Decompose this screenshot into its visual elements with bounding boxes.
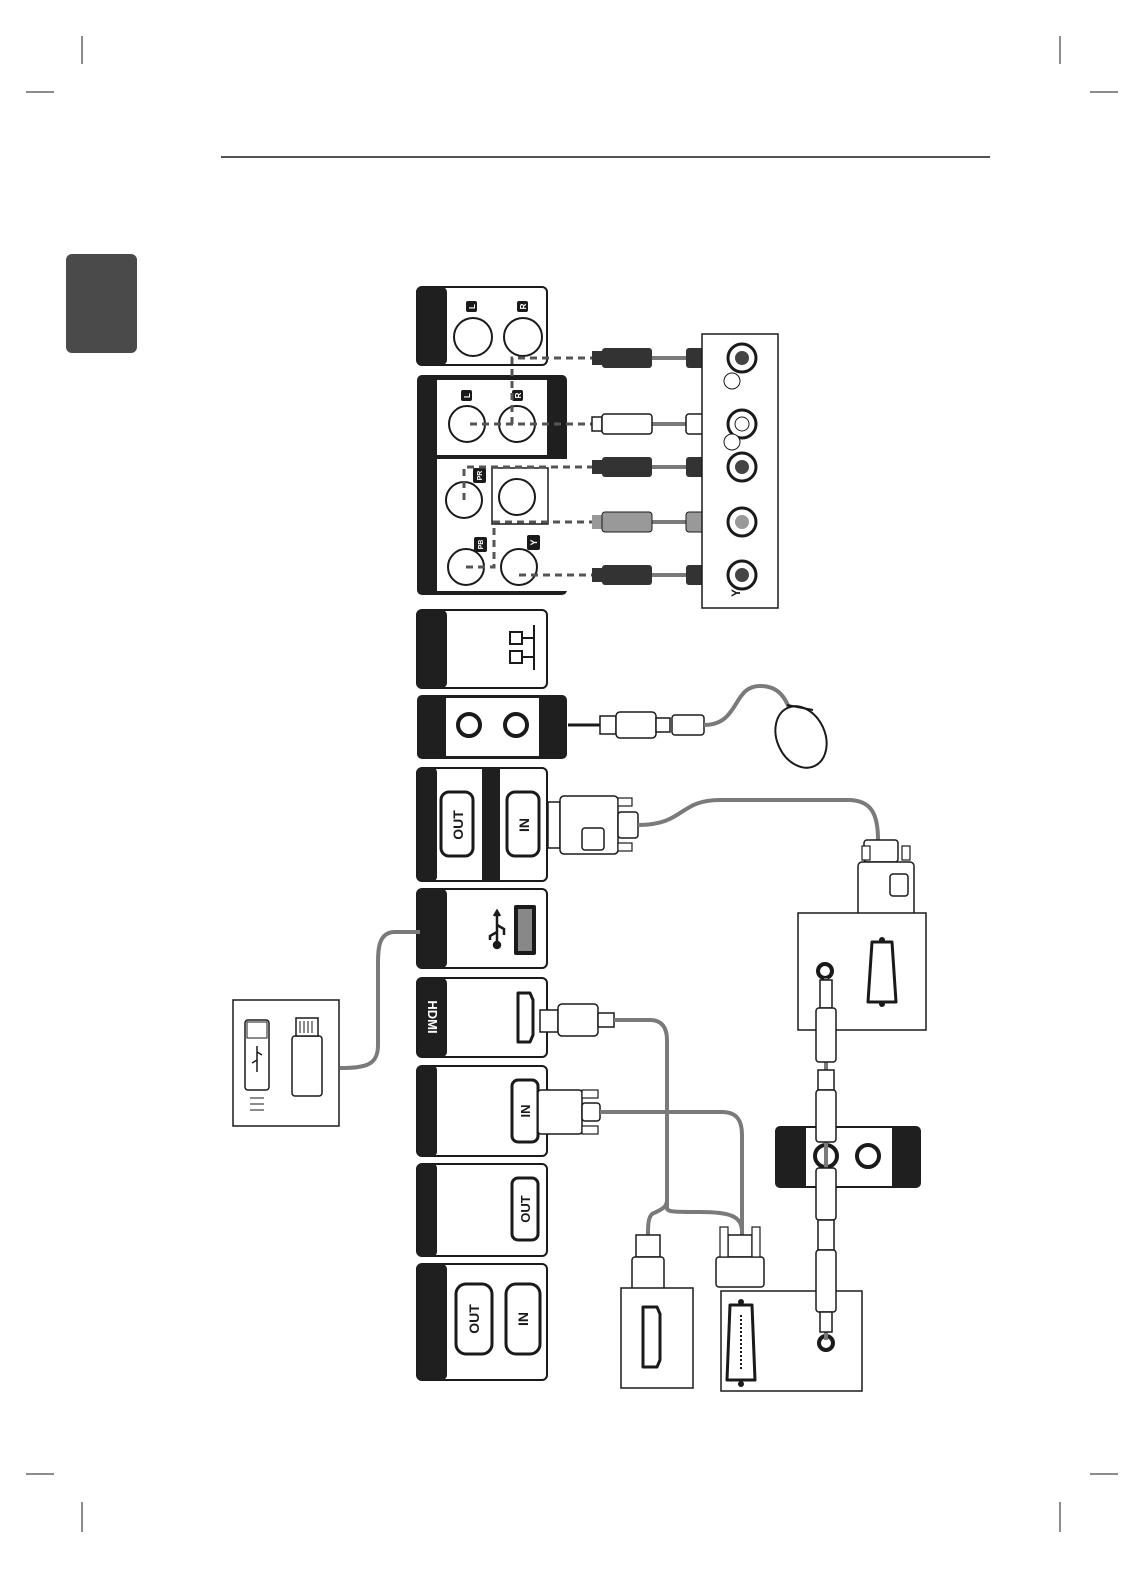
rgb-cable [548, 796, 914, 916]
dvi-panel: IN [417, 1066, 547, 1156]
hdmi-port-icon [518, 993, 533, 1042]
dvi-source-device [716, 1227, 862, 1391]
component-audio-left-label: L [463, 393, 472, 398]
loop-out-label: OUT [466, 1304, 482, 1334]
audio-in-right-label: R [519, 303, 528, 309]
component-y-label: Y [529, 539, 539, 545]
component-pr-label: PR [477, 471, 484, 481]
component-source-device: Y [702, 334, 778, 608]
ir-panel [417, 695, 567, 759]
usb-memory-stick-icon [292, 1018, 322, 1096]
audio-in-panel: L R [417, 287, 547, 365]
hdmi-source-device [621, 1235, 693, 1388]
device-y-label: Y [729, 589, 743, 597]
hdmi-logo: HDMI [425, 1000, 440, 1033]
rgb-in-label: IN [516, 818, 532, 832]
component-pb-label: PB [478, 540, 485, 550]
usb-panel [417, 889, 547, 968]
usb-device [233, 1000, 339, 1126]
dvi-in-label: IN [518, 1105, 533, 1118]
dp-out-label: OUT [518, 1195, 533, 1223]
dvi-cable [538, 1090, 742, 1235]
loop-panel: OUT IN [417, 1264, 547, 1380]
dp-out-panel: OUT [417, 1164, 547, 1256]
audio-link-panel [775, 1126, 921, 1188]
lan-panel [417, 610, 547, 688]
hdmi-panel: HDMI [417, 978, 547, 1057]
audio-in-left-label: L [468, 304, 477, 309]
d-sub-port-icon [868, 937, 896, 1007]
crop-marks [26, 36, 1118, 1532]
rgb-panel: OUT IN [417, 768, 547, 881]
component-panel: L R PR PB Y [417, 375, 567, 595]
chapter-tab [66, 254, 137, 353]
audio-jack-icon [818, 964, 832, 978]
ir-receiver-cable [568, 686, 836, 776]
dvi-port-icon [727, 1299, 755, 1387]
usb-cable [340, 932, 420, 1068]
ir-receiver-icon [766, 698, 837, 776]
rgb-out-label: OUT [450, 810, 466, 840]
component-audio-right-label: R [514, 392, 523, 398]
loop-in-label: IN [515, 1312, 531, 1326]
